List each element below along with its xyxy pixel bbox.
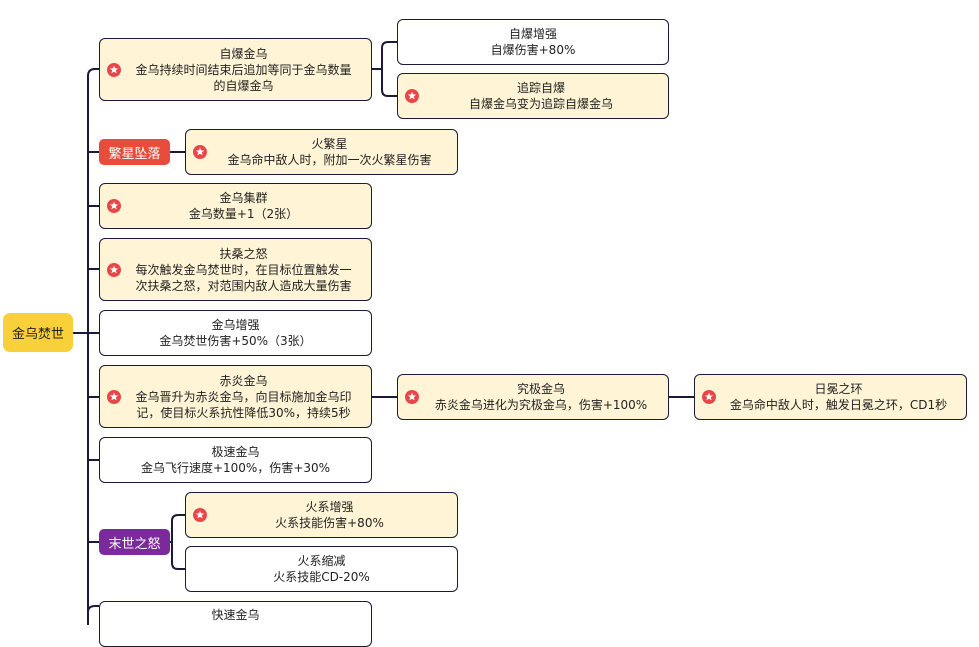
node-title: 快速金乌 <box>211 608 260 622</box>
node-title: 赤炎金乌 <box>219 373 268 388</box>
node-title: 扶桑之怒 <box>219 246 268 261</box>
node-huo-zq[interactable]: 火系增强 火系技能伤害+80% <box>185 492 458 538</box>
node-title: 金乌增强 <box>211 318 260 332</box>
node-jisu[interactable]: 极速金乌 金乌飞行速度+100%，伤害+30% <box>99 437 372 483</box>
tag-moshi[interactable]: 末世之怒 <box>99 529 170 555</box>
node-desc-line: 次扶桑之怒，对范围内敌人造成大量伤害 <box>135 278 352 293</box>
node-desc-line: 金乌命中敌人时，附加一次火繁星伤害 <box>227 153 432 167</box>
node-desc-line: 火系技能CD-20% <box>273 570 370 584</box>
star-badge-icon <box>107 262 121 277</box>
star-badge-icon <box>702 390 716 404</box>
node-title: 火繁星 <box>311 137 348 151</box>
node-zibao[interactable]: 自爆金乌 金乌持续时间结束后追加等同于金乌数量 的自爆金乌 <box>99 38 372 101</box>
node-kuaisu[interactable]: 快速金乌 <box>99 601 372 647</box>
node-title: 火系增强 <box>305 500 354 514</box>
star-badge-icon <box>107 62 121 77</box>
node-huofan[interactable]: 火繁星 金乌命中敌人时，附加一次火繁星伤害 <box>185 129 458 175</box>
node-title: 金乌集群 <box>219 191 268 205</box>
node-desc-line: 金乌命中敌人时，触发日冕之环，CD1秒 <box>729 398 948 412</box>
node-title: 自爆增强 <box>508 27 557 41</box>
node-jiqun[interactable]: 金乌集群 金乌数量+1（2张） <box>99 183 372 229</box>
node-desc-line: 自爆金乌变为追踪自爆金乌 <box>468 97 613 111</box>
node-desc-line: 自爆伤害+80% <box>490 43 576 57</box>
node-zhuizong[interactable]: 追踪自爆 自爆金乌变为追踪自爆金乌 <box>397 73 669 119</box>
node-desc-line: 赤炎金乌进化为究极金乌，伤害+100% <box>434 398 648 412</box>
root-label: 金乌焚世 <box>11 327 64 342</box>
node-title: 日冕之环 <box>814 382 863 396</box>
star-badge-icon <box>107 389 121 404</box>
node-title: 自爆金乌 <box>219 46 268 61</box>
node-jiuji[interactable]: 究极金乌 赤炎金乌进化为究极金乌，伤害+100% <box>397 374 669 420</box>
root-node[interactable]: 金乌焚世 <box>3 313 73 352</box>
node-riyun[interactable]: 日冕之环 金乌命中敌人时，触发日冕之环，CD1秒 <box>694 374 967 420</box>
node-desc-line: 金乌晋升为赤炎金乌，向目标施加金乌印 <box>135 389 352 404</box>
node-desc-line: 的自爆金乌 <box>213 78 274 93</box>
star-badge-icon <box>193 145 207 159</box>
node-desc-line: 金乌焚世伤害+50%（3张） <box>159 334 312 348</box>
node-zibao-zq[interactable]: 自爆增强 自爆伤害+80% <box>397 19 669 65</box>
node-fusang[interactable]: 扶桑之怒 每次触发金乌焚世时，在目标位置触发一 次扶桑之怒，对范围内敌人造成大量… <box>99 238 372 301</box>
node-chiyan[interactable]: 赤炎金乌 金乌晋升为赤炎金乌，向目标施加金乌印 记，使目标火系抗性降低30%，持… <box>99 365 372 428</box>
node-desc-line: 金乌飞行速度+100%，伤害+30% <box>140 461 331 475</box>
star-badge-icon <box>107 199 121 213</box>
node-title: 追踪自爆 <box>516 81 565 95</box>
node-title: 火系缩减 <box>297 554 346 568</box>
node-desc-line: 每次触发金乌焚世时，在目标位置触发一 <box>135 262 352 277</box>
node-desc-line: 金乌持续时间结束后追加等同于金乌数量 <box>135 62 352 77</box>
node-desc-line: 记，使目标火系抗性降低30%，持续5秒 <box>136 405 351 420</box>
tag-fanxing-label: 繁星坠落 <box>108 146 161 162</box>
tag-moshi-label: 末世之怒 <box>108 536 161 552</box>
node-zengqiang[interactable]: 金乌增强 金乌焚世伤害+50%（3张） <box>99 310 372 356</box>
tag-fanxing[interactable]: 繁星坠落 <box>99 139 170 165</box>
star-badge-icon <box>405 89 419 103</box>
node-desc-line: 金乌数量+1（2张） <box>188 207 299 221</box>
node-desc-line: 火系技能伤害+80% <box>275 516 384 530</box>
node-title: 极速金乌 <box>211 445 260 459</box>
star-badge-icon <box>405 390 419 404</box>
node-huo-sj[interactable]: 火系缩减 火系技能CD-20% <box>185 546 458 592</box>
node-title: 究极金乌 <box>516 382 565 396</box>
star-badge-icon <box>193 508 207 522</box>
